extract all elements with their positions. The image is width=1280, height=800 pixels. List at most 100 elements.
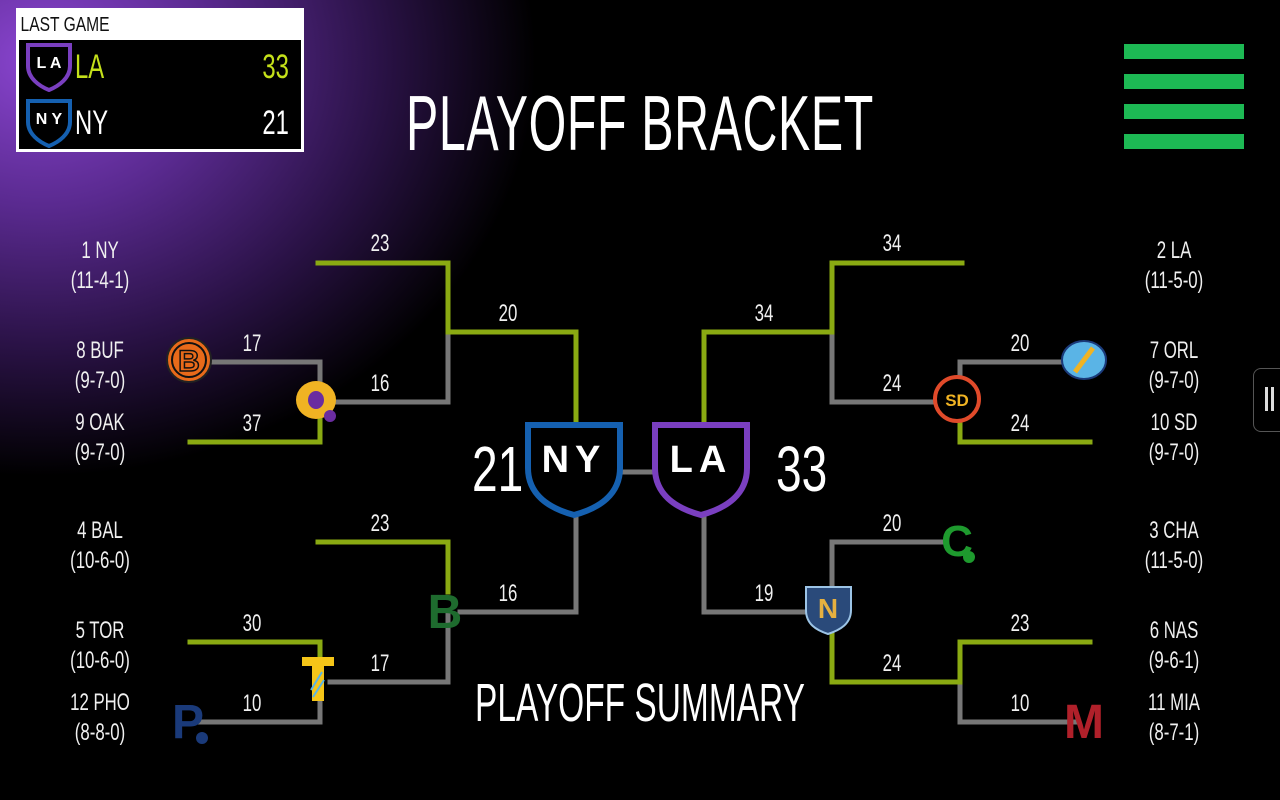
svg-text:N: N bbox=[818, 593, 838, 624]
seed-record: (8-7-1) bbox=[1148, 719, 1200, 746]
seed-label: 9 OAK bbox=[75, 409, 125, 436]
score-cha-r2: 20 bbox=[882, 510, 902, 537]
seed-label: 11 MIA bbox=[1148, 689, 1200, 716]
seed-record: (9-7-0) bbox=[74, 439, 126, 466]
last-game-panel[interactable]: LAST GAME L A LA 33 N Y NY 21 bbox=[16, 8, 304, 152]
seed-right-5[interactable]: 6 NAS (9-6-1) bbox=[1104, 616, 1244, 676]
page-title: PLAYOFF BRACKET bbox=[406, 79, 874, 167]
seed-left-2[interactable]: 8 BUF (9-7-0) bbox=[30, 336, 170, 396]
seed-record: (8-8-0) bbox=[74, 719, 126, 746]
seed-record: (9-7-0) bbox=[1148, 367, 1200, 394]
ny-shield-icon: N Y bbox=[26, 99, 72, 148]
pho-logo-icon[interactable]: P bbox=[172, 696, 208, 749]
line-nas bbox=[957, 639, 1093, 685]
line-tor-r2 bbox=[327, 609, 451, 685]
cha-logo-icon[interactable]: C bbox=[941, 517, 975, 566]
last-game-row-loser: N Y NY 21 bbox=[19, 96, 301, 150]
line-buf bbox=[187, 359, 323, 383]
score-pho: 10 bbox=[242, 690, 262, 717]
score-la-semi: 34 bbox=[754, 300, 774, 327]
svg-text:LA: LA bbox=[670, 439, 733, 481]
seed-left-5[interactable]: 5 TOR (10-6-0) bbox=[30, 616, 170, 676]
svg-text:B: B bbox=[428, 586, 463, 639]
line-la-r2 bbox=[829, 260, 965, 335]
score-ny-r2: 23 bbox=[370, 230, 390, 257]
score-tor-r2: 17 bbox=[370, 650, 390, 677]
line-oak-r2 bbox=[327, 329, 451, 405]
score-nas: 23 bbox=[1010, 610, 1030, 637]
svg-text:M: M bbox=[1064, 696, 1104, 749]
line-orl bbox=[957, 359, 1063, 383]
line-la-semi bbox=[701, 329, 835, 428]
seed-record: (11-5-0) bbox=[1144, 547, 1204, 574]
last-game-row-winner: L A LA 33 bbox=[19, 40, 301, 94]
last-game-team-1: LA bbox=[75, 48, 105, 86]
playoff-summary-link[interactable]: PLAYOFF SUMMARY bbox=[475, 673, 805, 733]
line-mia bbox=[957, 679, 1078, 725]
seed-left-1[interactable]: 1 NY (11-4-1) bbox=[30, 236, 170, 296]
seed-label: 8 BUF bbox=[76, 337, 124, 364]
line-bal-r2 bbox=[315, 539, 451, 595]
score-oak: 37 bbox=[242, 410, 262, 437]
hamburger-menu-icon[interactable] bbox=[1124, 44, 1244, 150]
svg-text:N Y: N Y bbox=[36, 111, 63, 128]
sd-logo-icon[interactable]: SD bbox=[933, 375, 981, 423]
seed-label: 7 ORL bbox=[1149, 337, 1199, 364]
score-tor: 30 bbox=[242, 610, 262, 637]
line-tor bbox=[187, 639, 323, 668]
score-oak-r2: 16 bbox=[370, 370, 390, 397]
seed-right-2[interactable]: 7 ORL (9-7-0) bbox=[1104, 336, 1244, 396]
seed-right-3[interactable]: 10 SD (9-7-0) bbox=[1104, 408, 1244, 468]
score-buf: 17 bbox=[242, 330, 262, 357]
bal-logo-icon[interactable]: B bbox=[428, 586, 463, 639]
line-oak bbox=[187, 417, 323, 445]
nas-logo-icon[interactable]: N bbox=[805, 586, 852, 636]
seed-label: 10 SD bbox=[1150, 409, 1198, 436]
last-game-scores: L A LA 33 N Y NY 21 bbox=[19, 40, 301, 149]
buf-logo-icon[interactable]: B bbox=[166, 337, 212, 383]
score-mia: 10 bbox=[1010, 690, 1030, 717]
score-ny-semi: 20 bbox=[498, 300, 518, 327]
seed-right-1[interactable]: 2 LA (11-5-0) bbox=[1104, 236, 1244, 296]
seed-record: (9-6-1) bbox=[1148, 647, 1200, 674]
seed-record: (11-4-1) bbox=[70, 267, 130, 294]
seed-left-4[interactable]: 4 BAL (10-6-0) bbox=[30, 516, 170, 576]
seed-label: 4 BAL bbox=[77, 517, 123, 544]
mia-logo-icon[interactable]: M bbox=[1064, 696, 1104, 749]
seed-record: (10-6-0) bbox=[70, 547, 130, 574]
score-sd: 24 bbox=[1010, 410, 1030, 437]
line-sd-r2 bbox=[829, 329, 938, 405]
seed-left-6[interactable]: 12 PHO (8-8-0) bbox=[30, 688, 170, 748]
seed-label: 5 TOR bbox=[75, 617, 125, 644]
svg-text:SD: SD bbox=[945, 391, 969, 410]
last-game-label: LAST GAME bbox=[20, 14, 110, 36]
line-cha-r2 bbox=[829, 539, 948, 595]
score-sd-r2: 24 bbox=[882, 370, 902, 397]
seed-label: 3 CHA bbox=[1149, 517, 1199, 544]
svg-text:NY: NY bbox=[542, 439, 607, 481]
seed-label: 6 NAS bbox=[1149, 617, 1199, 644]
seed-label: 12 PHO bbox=[70, 689, 130, 716]
last-game-team-2: NY bbox=[75, 104, 109, 142]
seed-label: 1 NY bbox=[81, 237, 119, 264]
final-score-right: 33 bbox=[775, 433, 828, 505]
oak-logo-icon[interactable] bbox=[296, 381, 336, 422]
line-ny-r2 bbox=[315, 260, 451, 335]
seed-right-6[interactable]: 11 MIA (8-7-1) bbox=[1104, 688, 1244, 748]
seed-record: (10-6-0) bbox=[70, 647, 130, 674]
side-drawer-handle[interactable] bbox=[1253, 368, 1280, 432]
seed-left-3[interactable]: 9 OAK (9-7-0) bbox=[30, 408, 170, 468]
line-nas-semi bbox=[701, 512, 811, 615]
orl-logo-icon[interactable] bbox=[1061, 340, 1107, 380]
seed-record: (11-5-0) bbox=[1144, 267, 1204, 294]
seed-record: (9-7-0) bbox=[74, 367, 126, 394]
score-nas-r2: 24 bbox=[882, 650, 902, 677]
seed-right-4[interactable]: 3 CHA (11-5-0) bbox=[1104, 516, 1244, 576]
svg-text:L A: L A bbox=[37, 55, 62, 72]
final-ny-shield-icon[interactable]: NY bbox=[525, 422, 623, 519]
final-la-shield-icon[interactable]: LA bbox=[652, 422, 750, 519]
line-pho bbox=[197, 697, 323, 725]
tor-logo-icon[interactable] bbox=[302, 657, 334, 701]
last-game-score-2: 21 bbox=[262, 104, 289, 142]
